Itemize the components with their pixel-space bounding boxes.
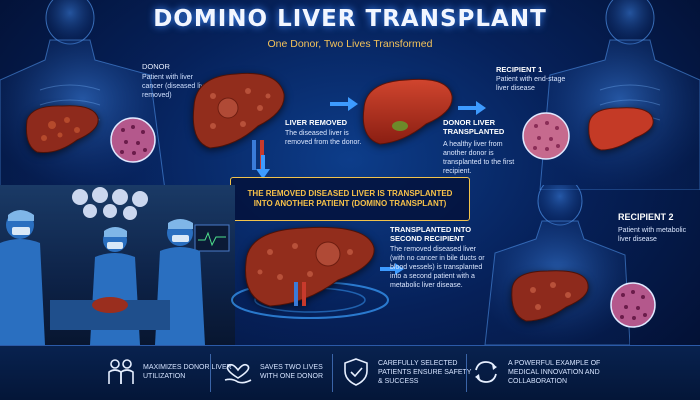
donor-description: Patient with liver cancer (diseased live… (142, 74, 211, 99)
cycle-arrows-icon (470, 355, 502, 389)
surgery-illustration (0, 187, 230, 345)
benefit-text-utilization: MAXIMIZES DONOR LIVER UTILIZATION (143, 364, 232, 380)
page-subtitle: One Donor, Two Lives Transformed (267, 38, 433, 50)
footer-divider-2 (332, 354, 333, 392)
surgery-scene-panel (0, 185, 235, 345)
footer-divider (210, 354, 211, 392)
removed-diseased-liver (192, 72, 285, 149)
down-arrow-icon (256, 155, 270, 179)
second-recipient-heading: TRANSPLANTED INTO SECOND RECIPIENT (390, 225, 472, 243)
benefit-item-innovation: A POWERFUL EXAMPLE OF MEDICAL INNOVATION… (470, 350, 630, 394)
benefit-text-innovation: A POWERFUL EXAMPLE OF MEDICAL INNOVATION… (508, 359, 601, 385)
shield-check-icon (340, 355, 372, 389)
healthy-donor-liver (362, 78, 453, 145)
second-recipient-description: The removed diseased liver (with no canc… (390, 246, 485, 289)
recipient1-description: Patient with end-stage liver disease (496, 76, 566, 92)
benefit-item-two-lives: SAVES TWO LIVES WITH ONE DONOR (222, 350, 342, 394)
benefits-footer (0, 345, 700, 400)
benefit-item-safety: CAREFULLY SELECTED PATIENTS ENSURE SAFET… (340, 350, 475, 394)
liver-removed-description: The diseased liver is removed from the d… (285, 130, 362, 146)
recipient1-tissue-magnifier (522, 112, 570, 160)
benefit-text-safety: CAREFULLY SELECTED PATIENTS ENSURE SAFET… (378, 359, 472, 385)
donor-liver-transplanted-heading: DONOR LIVER TRANSPLANTED (443, 118, 505, 136)
donor-heading: DONOR (142, 62, 170, 71)
domino-diseased-liver (245, 226, 375, 307)
donor-liver-transplanted-description: A healthy liver from another donor is tr… (443, 141, 515, 175)
heart-hand-icon (222, 355, 254, 389)
recipient2-heading: RECIPIENT 2 (618, 212, 674, 222)
benefit-text-two-lives: SAVES TWO LIVES WITH ONE DONOR (260, 364, 323, 380)
benefit-item-utilization: MAXIMIZES DONOR LIVER UTILIZATION (105, 350, 245, 394)
liver-removed-heading: LIVER REMOVED (285, 118, 348, 127)
domino-callout-text: THE REMOVED DISEASED LIVER IS TRANSPLANT… (247, 188, 453, 209)
recipient2-tissue-magnifier (610, 282, 656, 328)
recipient2-description: Patient with metabolic liver disease (618, 227, 687, 243)
page-title: DOMINO LIVER TRANSPLANT (153, 6, 547, 32)
right-arrow-icon-2 (458, 101, 486, 115)
recipient1-new-liver (588, 107, 654, 151)
footer-divider-3 (466, 354, 467, 392)
right-arrow-icon-3 (380, 263, 404, 275)
recipient1-heading: RECIPIENT 1 (496, 65, 543, 74)
right-arrow-icon (330, 97, 358, 111)
donor-tissue-magnifier (110, 117, 156, 163)
people-icon (105, 355, 137, 389)
donor-diseased-liver (26, 105, 99, 153)
domino-callout-box: THE REMOVED DISEASED LIVER IS TRANSPLANT… (230, 177, 470, 221)
recipient2-domino-liver (511, 270, 589, 322)
